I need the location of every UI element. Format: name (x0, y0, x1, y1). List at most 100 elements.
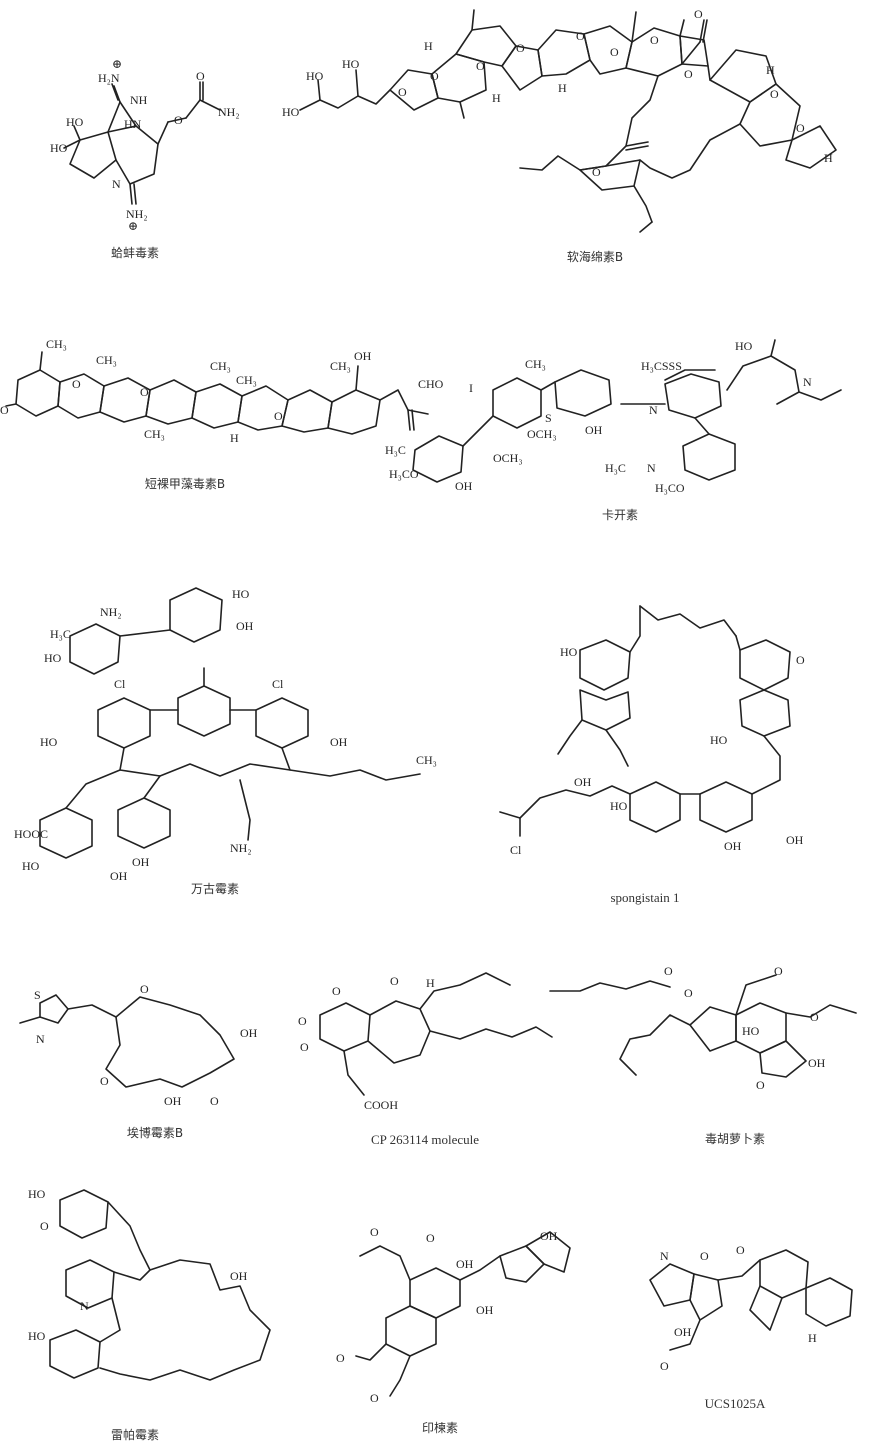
atom-label: H (824, 151, 833, 165)
atom-label: O (100, 1074, 109, 1088)
atom-label: OH (808, 1056, 826, 1070)
atom-label: Cl (510, 843, 522, 857)
atom-label: O (426, 1231, 435, 1245)
atom-label: N (649, 403, 658, 417)
atom-label: H₃CSSS (641, 359, 682, 373)
caption-calicheamicin: 卡开素 (601, 508, 638, 522)
atom-label: O (516, 41, 525, 55)
atom-label: OH (110, 869, 128, 883)
atom-label: H₃CO (655, 481, 685, 495)
atom-label: N (803, 375, 812, 389)
atom-label: NH₂ (230, 841, 252, 855)
molecule-rapamycin: HO O N HO OH (20, 1180, 320, 1420)
atom-label: HO (710, 733, 728, 747)
atom-label: O (684, 67, 693, 81)
atom-label: CHO (418, 377, 444, 391)
atom-label: O (40, 1219, 49, 1233)
atom-label: HO (28, 1329, 46, 1343)
atom-label: OH (354, 349, 372, 363)
molecule-thapsigargin: O O O O HO OH O (540, 955, 870, 1115)
calicheamicin-structure: I CH₃ S OH OCH₃ OCH₃ H₃C H₃CO OH N H₃CSS… (385, 339, 842, 495)
atom-label: OH (674, 1325, 692, 1339)
atom-label: OH (476, 1303, 494, 1317)
molecule-azadirachtin: O O OH OH OH O O (330, 1220, 580, 1410)
atom-label: HO (742, 1024, 760, 1038)
atom-label: CH₃ (236, 373, 257, 387)
molecule-calicheamicin: I CH₃ S OH OCH₃ OCH₃ H₃C H₃CO OH N H₃CSS… (385, 330, 870, 510)
caption-vancomycin: 万古霉素 (190, 882, 239, 896)
caption-epothilone-b: 埃博霉素B (126, 1126, 184, 1140)
atom-label: I (469, 381, 473, 395)
atom-label: H₃C (605, 461, 626, 475)
thapsigargin-structure: O O O O HO OH O (549, 964, 857, 1092)
atom-label: O (370, 1391, 379, 1405)
halichondrin-b-structure: HO HO HO H H H O O O O O O O O O O O O H… (282, 7, 837, 233)
atom-label: H (766, 63, 775, 77)
atom-label: O (660, 1359, 669, 1373)
atom-label: N (647, 461, 656, 475)
atom-label: NH₂ (100, 605, 122, 619)
atom-label: CH₃ (525, 357, 546, 371)
atom-label: O (770, 87, 779, 101)
atom-label: H (492, 91, 501, 105)
atom-label: H (426, 976, 435, 990)
caption-brevetoxin-b: 短裸甲藻毒素B (144, 477, 226, 491)
atom-label: H (558, 81, 567, 95)
atom-label: O (700, 1249, 709, 1263)
atom-label: N (36, 1032, 45, 1046)
atom-label: O (736, 1243, 745, 1257)
atom-label: O (0, 403, 9, 417)
atom-label: H₃C (385, 443, 406, 457)
atom-label: ⊕ (128, 219, 138, 233)
atom-label: OH (230, 1269, 248, 1283)
atom-label: NH (130, 93, 148, 107)
atom-label: OH (236, 619, 254, 633)
atom-label: ⊕ (112, 57, 122, 71)
caption-spongistatin: spongistain 1 (610, 890, 680, 905)
atom-label: HO (560, 645, 578, 659)
atom-label: HO (342, 57, 360, 71)
atom-label: O (196, 69, 205, 83)
atom-label: H (424, 39, 433, 53)
atom-label: OCH₃ (493, 451, 523, 465)
molecule-saxitoxin: H₂N NH HN HO HO N NH₂ O O NH₂ ⊕ ⊕ (50, 57, 250, 233)
cp263114-structure: O O O O H COOH (298, 972, 553, 1112)
atom-label: OH (786, 833, 804, 847)
atom-label: O (694, 7, 703, 21)
ucs1025a-structure: N O O O OH H (649, 1243, 853, 1373)
caption-saxitoxin: 蛤蚌毒素 (110, 246, 159, 260)
atom-label: CH₃ (416, 753, 437, 767)
atom-label: OH (240, 1026, 258, 1040)
atom-label: CH₃ (210, 359, 231, 373)
atom-label: HN (124, 117, 142, 131)
vancomycin-structure: HO OH NH₂ H₃C HO Cl Cl HO OH CH₃ HOOC NH… (14, 587, 437, 883)
atom-label: O (774, 964, 783, 978)
atom-label: HO (40, 735, 58, 749)
atom-label: O (810, 1010, 819, 1024)
atom-label: OH (132, 855, 150, 869)
caption-thapsigargin: 毒胡萝卜素 (704, 1132, 765, 1146)
atom-label: O (390, 974, 399, 988)
molecule-halichondrin-b: HO HO HO H H H O O O O O O O O O O O O H… (280, 0, 860, 233)
atom-label: O (300, 1040, 309, 1054)
atom-label: O (398, 85, 407, 99)
atom-label: O (140, 982, 149, 996)
atom-label: OH (164, 1094, 182, 1108)
atom-label: O (664, 964, 673, 978)
atom-label: N (660, 1249, 669, 1263)
molecule-ucs1025a: N O O O OH H (630, 1240, 860, 1380)
atom-label: O (298, 1014, 307, 1028)
atom-label: H (808, 1331, 817, 1345)
molecule-vancomycin: HO OH NH₂ H₃C HO Cl Cl HO OH CH₃ HOOC NH… (10, 570, 450, 883)
atom-label: S (545, 411, 552, 425)
atom-label: HO (50, 141, 68, 155)
atom-label: O (796, 121, 805, 135)
atom-label: O (72, 377, 81, 391)
atom-label: HO (610, 799, 628, 813)
atom-label: O (796, 653, 805, 667)
atom-label: OH (574, 775, 592, 789)
atom-label: S (34, 988, 41, 1002)
saxitoxin-structure: H₂N NH HN HO HO N NH₂ O O NH₂ ⊕ ⊕ (50, 57, 240, 233)
atom-label: CH₃ (46, 337, 67, 351)
atom-label: OH (455, 479, 473, 493)
